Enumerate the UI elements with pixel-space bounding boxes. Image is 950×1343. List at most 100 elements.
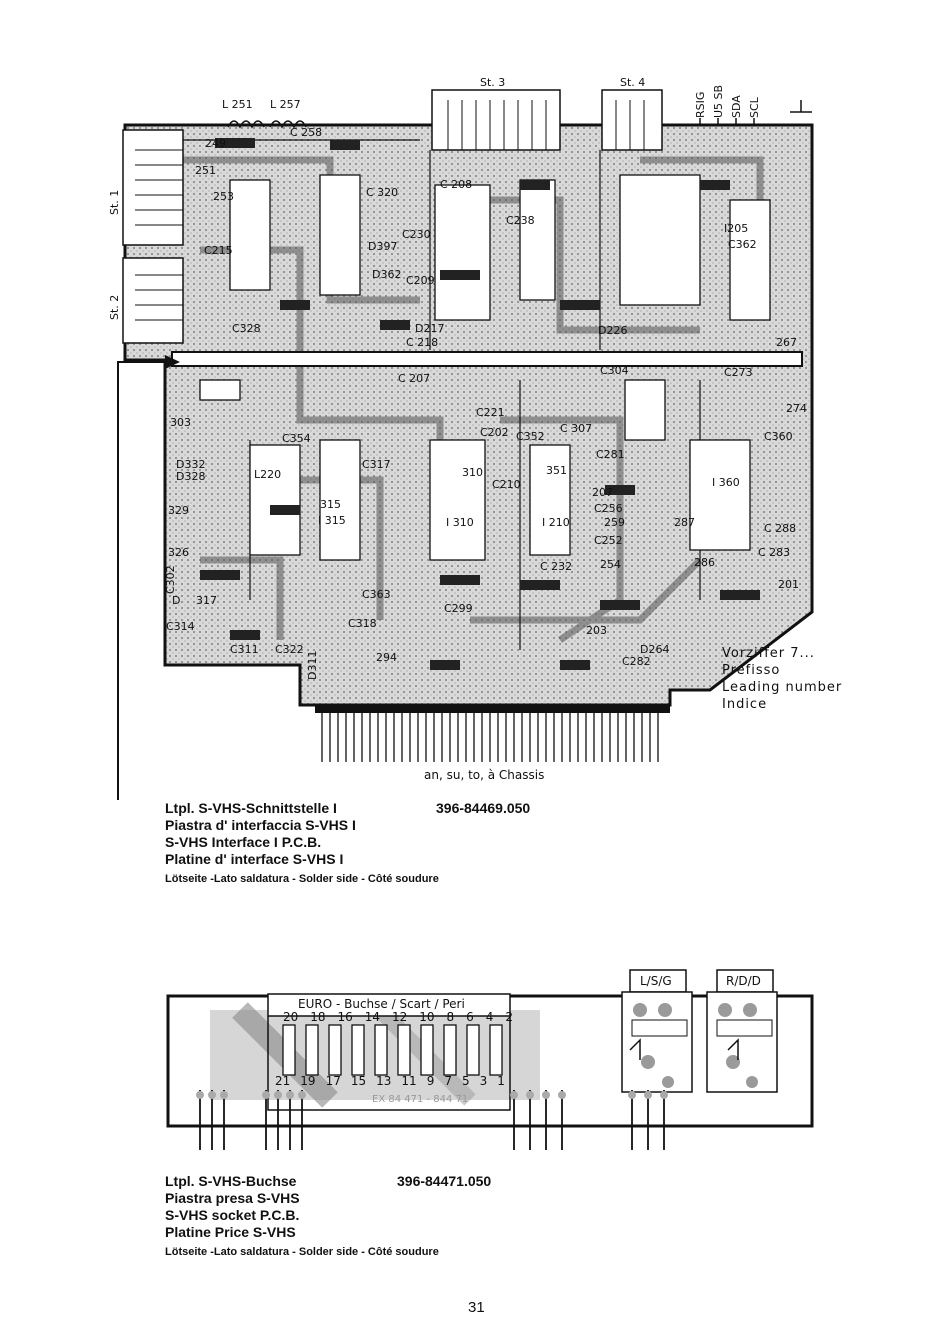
connector-st4-label: St. 4: [620, 76, 646, 89]
scart-pin-label: 18: [310, 1010, 326, 1024]
scart-pin-label: 13: [376, 1074, 392, 1088]
component-label: C221: [476, 406, 505, 419]
pin-sda-label: SDA: [730, 95, 743, 118]
component-label: 286: [694, 556, 715, 569]
scart-pin-label: 3: [479, 1074, 488, 1088]
component-label: C202: [480, 426, 509, 439]
component-label: 294: [376, 651, 397, 664]
caption-line-de: Ltpl. S-VHS-Schnittstelle I: [165, 800, 337, 816]
chassis-note: an, su, to, à Chassis: [424, 768, 545, 782]
pin-scl-label: SCL: [748, 97, 761, 118]
component-label: C 320: [366, 186, 399, 199]
component-label: C 218: [406, 336, 439, 349]
scart-pin-label: 15: [350, 1074, 367, 1088]
interface-pcb-artwork: [117, 89, 814, 1152]
component-label: C 307: [560, 422, 593, 435]
prefix-line-it: Prefisso: [722, 663, 781, 678]
caption-line-fr: Platine Price S-VHS: [165, 1224, 296, 1240]
switch-rdd-label: R/D/D: [726, 974, 761, 988]
component-label: C311: [230, 643, 259, 656]
caption-line-it: Piastra presa S-VHS: [165, 1190, 300, 1206]
component-label: 274: [786, 402, 807, 415]
interface-part-number: 396-84469.050: [436, 800, 531, 816]
component-label: D397: [368, 240, 398, 253]
scart-pin-label: 19: [300, 1074, 316, 1088]
component-label: I205: [724, 222, 749, 235]
component-label: D226: [598, 324, 628, 337]
component-label: 253: [213, 190, 234, 203]
scart-pin-label: 17: [325, 1074, 341, 1088]
socket-pcb-artwork: [166, 969, 814, 1150]
scart-pin-label: 4: [485, 1010, 494, 1024]
component-label: C 288: [764, 522, 797, 535]
caption-line-de: Ltpl. S-VHS-Buchse: [165, 1173, 297, 1189]
component-label: I 315: [318, 514, 346, 527]
component-label: C256: [594, 502, 623, 515]
scart-pins-even: 20 18 16 14 12 10 8 6 4 2: [283, 1010, 513, 1024]
scart-pin-label: 6: [466, 1010, 474, 1024]
component-label: C273: [724, 366, 753, 379]
scart-connector-label: EURO - Buchse / Scart / Peri: [298, 997, 465, 1011]
component-label: C282: [622, 655, 651, 668]
component-label: C 232: [540, 560, 573, 573]
component-label: C 207: [398, 372, 431, 385]
component-label: 303: [170, 416, 191, 429]
component-label: D311: [306, 650, 319, 680]
component-label: 351: [546, 464, 567, 477]
caption-side-note: Lötseite -Lato saldatura - Solder side -…: [165, 1246, 439, 1258]
component-label: C352: [516, 430, 545, 443]
scart-pin-label: 5: [461, 1074, 470, 1088]
scart-pin-label: 10: [419, 1010, 435, 1024]
component-label: C 258: [290, 126, 323, 139]
component-label: 207: [592, 486, 613, 499]
component-label: C252: [594, 534, 623, 547]
scart-pin-label: 2: [505, 1010, 513, 1024]
component-label: 310: [462, 466, 483, 479]
scart-pin-label: 9: [426, 1074, 435, 1088]
connector-st3-label: St. 3: [480, 76, 506, 89]
component-label: C 208: [440, 178, 473, 191]
component-label: C210: [492, 478, 521, 491]
pin-rsig-label: RSIG: [694, 91, 707, 118]
component-label: D: [172, 594, 181, 607]
socket-part-number: 396-84471.050: [397, 1173, 492, 1189]
caption-line-en: S-VHS socket P.C.B.: [165, 1207, 300, 1223]
component-label: 326: [168, 546, 189, 559]
component-label: L220: [254, 468, 282, 481]
page-number: 31: [468, 1299, 485, 1316]
scart-pin-label: 1: [497, 1074, 505, 1088]
socket-pcb-caption: Ltpl. S-VHS-Buchse Piastra presa S-VHS S…: [165, 1173, 439, 1258]
component-label: C362: [728, 238, 757, 251]
socket-board-code: EX 84 471 - 844 71: [372, 1094, 469, 1105]
component-label: 254: [600, 558, 621, 571]
component-label: 287: [674, 516, 695, 529]
scart-pin-label: 12: [392, 1010, 408, 1024]
component-label: C322: [275, 643, 304, 656]
component-label: C363: [362, 588, 391, 601]
component-label: D328: [176, 470, 206, 483]
component-label: I 210: [542, 516, 570, 529]
component-label: 251: [195, 164, 216, 177]
caption-line-fr: Platine d' interface S-VHS I: [165, 851, 344, 867]
prefix-line-fr: Indice: [722, 697, 768, 712]
component-label: 317: [196, 594, 217, 607]
scart-pin-label: 16: [337, 1010, 353, 1024]
component-label: I 360: [712, 476, 740, 489]
caption-line-en: S-VHS Interface I P.C.B.: [165, 834, 322, 850]
component-label: C304: [600, 364, 629, 377]
component-label: C281: [596, 448, 625, 461]
component-label: C215: [204, 244, 233, 257]
caption-side-note: Lötseite -Lato saldatura - Solder side -…: [165, 873, 439, 885]
component-label: C230: [402, 228, 431, 241]
component-label: 203: [586, 624, 607, 637]
scart-pin-label: 7: [444, 1074, 452, 1088]
scart-pin-label: 8: [446, 1010, 455, 1024]
socket-pcb-diagram: [0, 950, 950, 1160]
leading-number-note: Vorziffer 7... Prefisso Leading number I…: [722, 645, 842, 713]
pin-u5sb-label: U5 SB: [712, 84, 725, 118]
component-label: D264: [640, 643, 670, 656]
component-label: C302: [164, 565, 177, 594]
component-label: C314: [166, 620, 195, 633]
scart-pin-label: 14: [364, 1010, 381, 1024]
component-label: C299: [444, 602, 473, 615]
